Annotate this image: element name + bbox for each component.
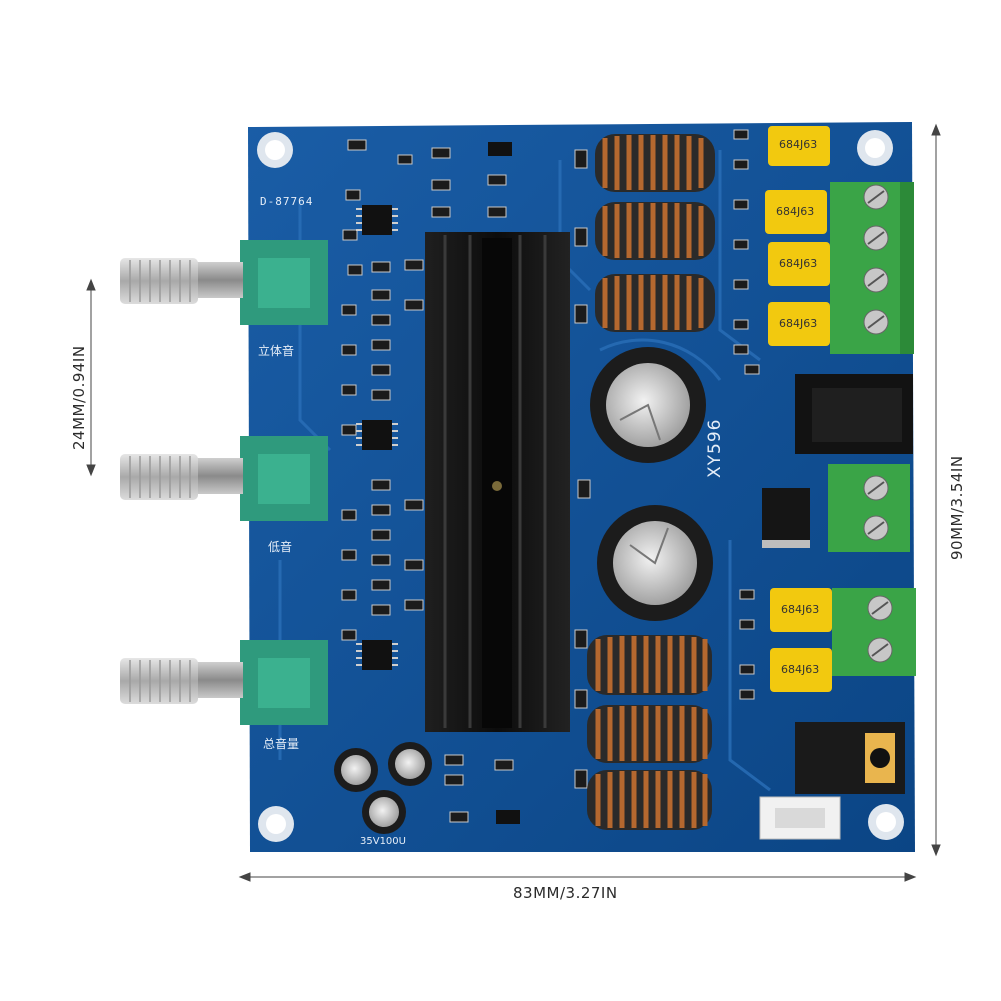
- screw-terminal-sub: [832, 588, 916, 676]
- electrolytic-capacitor-small-1: [334, 748, 378, 792]
- electrolytic-capacitor-large-1: [590, 347, 706, 463]
- audio-jack: [795, 722, 905, 794]
- white-connector: [759, 796, 841, 840]
- mounting-hole-tl: [257, 132, 293, 168]
- mounting-hole-tr: [857, 130, 893, 166]
- mounting-hole-br: [868, 804, 904, 840]
- film-cap-label-6: 684J63: [781, 663, 820, 676]
- board-model-code: D-87764: [260, 195, 314, 208]
- electrolytic-capacitor-small-2: [388, 742, 432, 786]
- dimension-lines: [86, 123, 941, 882]
- knob-spacing-dimension-label: 24MM/0.94IN: [70, 345, 88, 450]
- film-capacitors: [765, 126, 832, 692]
- width-dimension-label: 83MM/3.27IN: [513, 884, 618, 902]
- potentiometer-1: [120, 240, 328, 325]
- inductors: [587, 134, 715, 830]
- chip-label: XY596: [705, 418, 725, 478]
- heatsink: [425, 232, 570, 732]
- knob-label-bass: 低音: [268, 540, 293, 554]
- screw-terminal-4pin: [830, 182, 914, 354]
- potentiometer-2: [120, 436, 328, 521]
- film-cap-label-1: 684J63: [779, 138, 818, 151]
- film-cap-label-5: 684J63: [781, 603, 820, 616]
- potentiometer-3: [120, 640, 328, 725]
- dc-power-jack: [795, 374, 913, 454]
- electrolytic-label: 35V100U: [360, 836, 406, 847]
- knob-label-stereo: 立体音: [258, 344, 295, 358]
- screw-terminal-power: [828, 464, 910, 552]
- diode: [762, 488, 810, 548]
- film-cap-label-4: 684J63: [779, 317, 818, 330]
- mounting-hole-bl: [258, 806, 294, 842]
- film-cap-label-2: 684J63: [776, 205, 815, 218]
- electrolytic-capacitor-small-3: [362, 790, 406, 834]
- knob-label-volume: 总音量: [263, 737, 300, 751]
- height-dimension-label: 90MM/3.54IN: [948, 455, 966, 560]
- film-cap-label-3: 684J63: [779, 257, 818, 270]
- ic-chips: [356, 142, 520, 824]
- electrolytic-capacitor-large-2: [597, 505, 713, 621]
- smd-components: [341, 129, 760, 823]
